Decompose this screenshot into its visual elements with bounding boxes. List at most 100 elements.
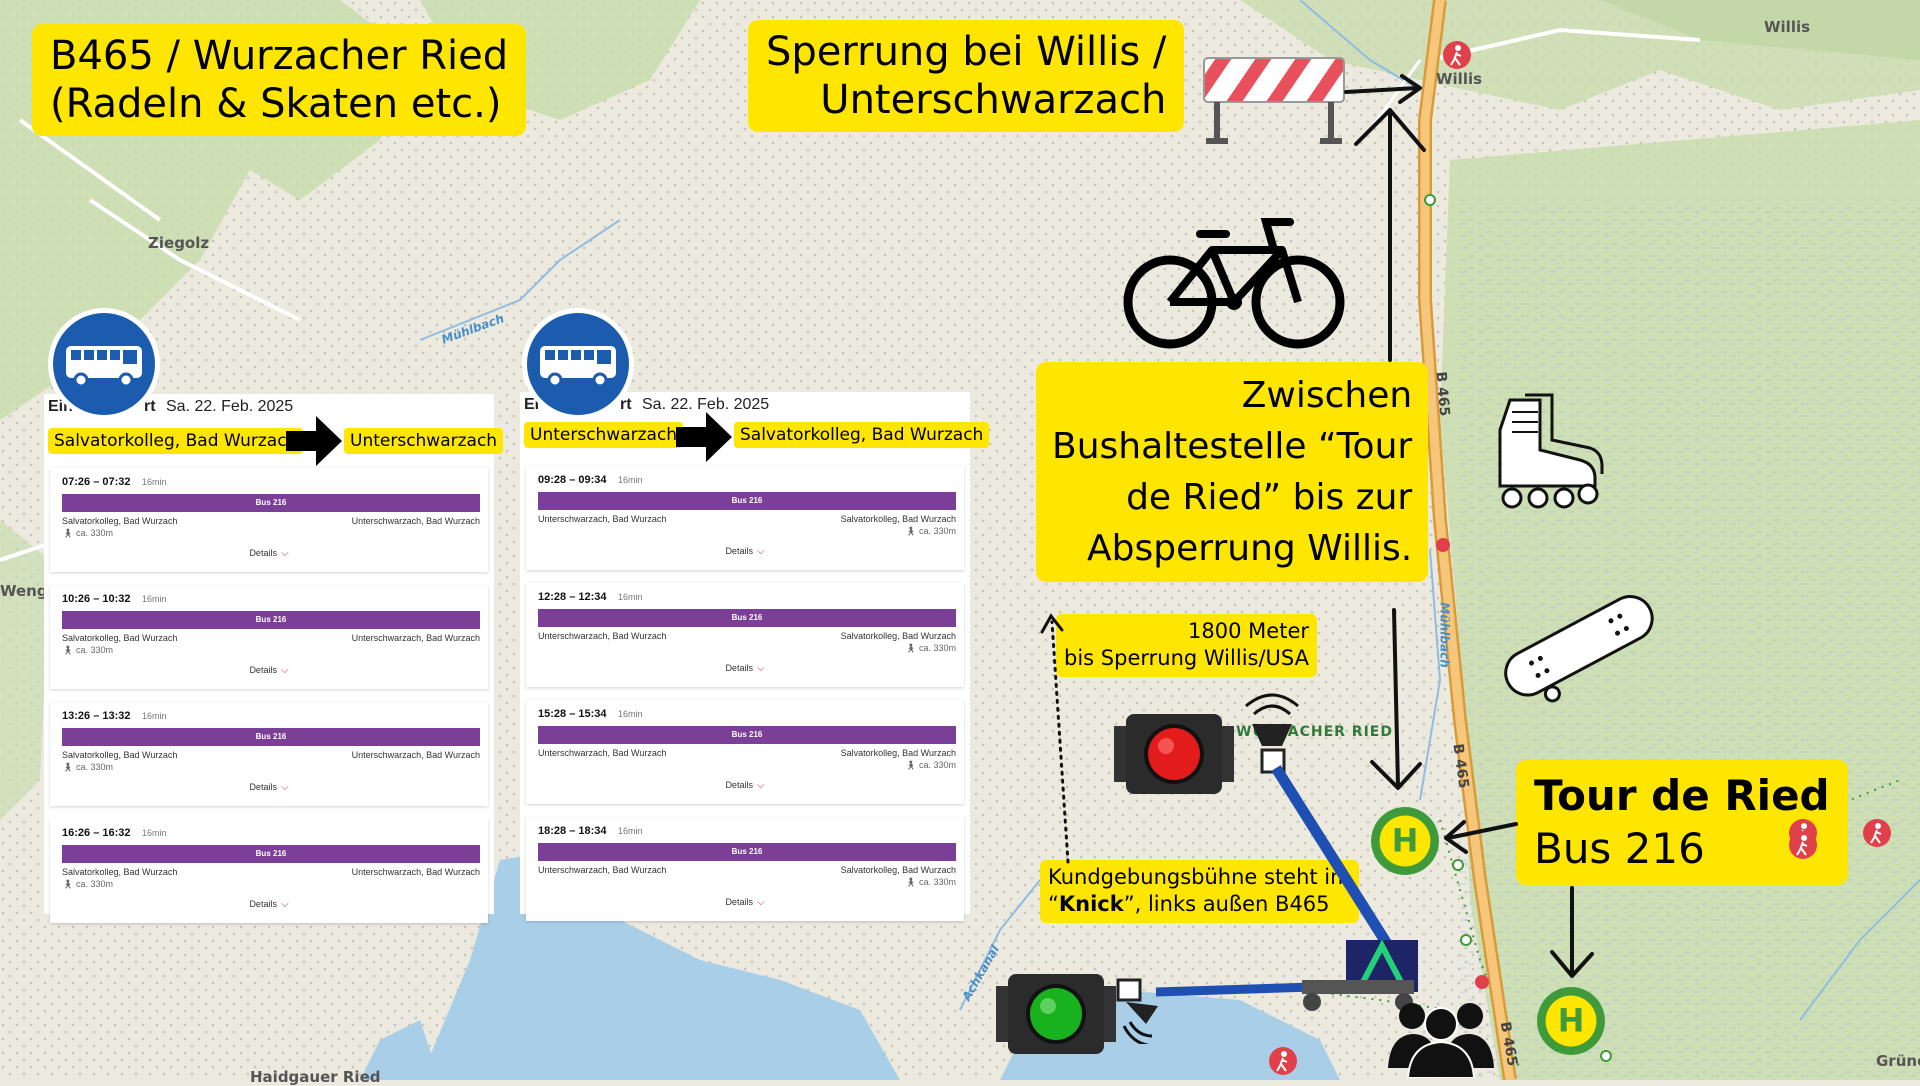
walk-distance: 🚶︎ ca. 330m [905,643,956,654]
chevron-down-icon: ⌵ [756,546,765,557]
walk-icon: 🚶︎ [905,877,919,887]
title-label: B465 / Wurzacher Ried (Radeln & Skaten e… [32,24,527,136]
bus-line-bar: Bus 216 [62,611,480,629]
route-from-tag: Unterschwarzach [524,422,684,448]
place-label-ziegolz: Ziegolz [148,234,210,252]
hiker-icon [1863,819,1891,847]
trip-duration: 16min [618,592,643,602]
roller-skate-icon [1498,393,1604,509]
crowd-icon [1388,1003,1494,1078]
place-label-haidgauer-ried: Haidgauer Ried [250,1068,381,1086]
walk-distance: 🚶︎ ca. 330m [62,528,113,539]
route-from-tag: Salvatorkolleg, Bad Wurzach [48,428,304,454]
bus-line-bar: Bus 216 [538,609,956,627]
details-label: Details [249,899,277,909]
details-toggle[interactable]: Details⌵ [50,665,488,676]
trip-from: Salvatorkolleg, Bad Wurzach [62,867,178,877]
trip-time: 09:28 – 09:34 [538,474,607,486]
details-toggle[interactable]: Details⌵ [526,546,964,557]
bus-sign-icon [522,308,634,420]
walk-distance: 🚶︎ ca. 330m [905,877,956,888]
details-label: Details [249,548,277,558]
trip-time: 12:28 – 12:34 [538,591,607,603]
speaker-icon [1116,978,1158,1044]
hiker-icon [1269,1047,1297,1075]
stop-bus: Bus 216 [1534,823,1705,873]
walk-icon: 🚶︎ [905,643,919,653]
bus-stop-h-icon: H [1371,807,1439,875]
between-line-1: Zwischen [1241,375,1413,416]
bus-stop-h-icon: H [1537,987,1605,1055]
timetable-left: Ein rt Sa. 22. Feb. 2025 Salvatorkolleg,… [44,394,504,923]
closure-label: Sperrung bei Willis / Unterschwarzach [748,20,1185,132]
details-toggle[interactable]: Details⌵ [526,780,964,791]
title-line-1: B465 / Wurzacher Ried [50,33,509,79]
aerial-lift-icon [1116,693,1418,1044]
bus-line-bar: Bus 216 [62,494,480,512]
water-label-muehlbach-2: Mühlbach [1437,602,1452,668]
details-toggle[interactable]: Details⌵ [50,548,488,559]
bus-line-bar: Bus 216 [538,492,956,510]
trip-time: 10:26 – 10:32 [62,593,131,605]
details-label: Details [725,780,753,790]
trip-from: Unterschwarzach, Bad Wurzach [538,631,667,641]
stage-line-2-rest: ”, links außen B465 [1123,892,1330,917]
stop-name: Tour de Ried [1534,771,1830,820]
trip-from: Unterschwarzach, Bad Wurzach [538,514,667,524]
trip-from: Unterschwarzach, Bad Wurzach [538,748,667,758]
trip-to: Salvatorkolleg, Bad Wurzach [840,748,956,758]
stage-line-1: Kundgebungsbühne steht im [1048,865,1351,889]
bus-line-bar: Bus 216 [538,726,956,744]
timetable-right-header: Ei rt Sa. 22. Feb. 2025 Unterschwarzach … [520,392,990,462]
stop-label: Tour de Ried Bus 216 [1516,760,1848,885]
trip-duration: 16min [142,477,167,487]
trip-from: Salvatorkolleg, Bad Wurzach [62,516,178,526]
svg-text:H: H [1392,822,1419,860]
details-label: Details [249,782,277,792]
route-to-tag: Unterschwarzach [344,428,504,454]
chevron-down-icon: ⌵ [756,780,765,791]
place-label-gruene: Grüne [1876,1052,1920,1070]
details-label: Details [249,665,277,675]
walk-icon: 🚶︎ [62,762,76,772]
hiker-icon [1443,41,1471,69]
svg-text:H: H [1558,1002,1585,1040]
timetable-right-date: Sa. 22. Feb. 2025 [642,396,770,413]
walk-value: ca. 330m [75,879,113,889]
chevron-down-icon: ⌵ [280,899,289,910]
between-label: Zwischen Bushaltestelle “Tour de Ried” b… [1036,362,1429,583]
walk-value: ca. 330m [75,645,113,655]
trip-time: 13:26 – 13:32 [62,710,131,722]
details-toggle[interactable]: Details⌵ [50,782,488,793]
bus-sign-icon [48,308,160,420]
trip-from: Salvatorkolleg, Bad Wurzach [62,633,178,643]
trip-to: Salvatorkolleg, Bad Wurzach [840,631,956,641]
route-arrow-icon [676,412,732,462]
green-traffic-light-icon [996,974,1116,1054]
trip-to: Unterschwarzach, Bad Wurzach [351,750,480,760]
distance-line-1: 1800 Meter [1188,619,1309,643]
details-label: Details [725,663,753,673]
details-toggle[interactable]: Details⌵ [526,663,964,674]
closure-line-2: Unterschwarzach [820,77,1167,123]
walk-distance: 🚶︎ ca. 330m [905,526,956,537]
trip-time: 15:28 – 15:34 [538,708,607,720]
details-toggle[interactable]: Details⌵ [50,899,488,910]
trip-from: Salvatorkolleg, Bad Wurzach [62,750,178,760]
trip-time: 18:28 – 18:34 [538,825,607,837]
details-toggle[interactable]: Details⌵ [526,897,964,908]
trip-to: Salvatorkolleg, Bad Wurzach [840,514,956,524]
stage-line-2: “Knick”, links außen B465 [1048,891,1351,918]
walk-value: ca. 330m [75,528,113,538]
route-arrow-icon [286,416,342,466]
trip-time: 16:26 – 16:32 [62,827,131,839]
place-label-willis-top: Willis [1764,18,1811,36]
